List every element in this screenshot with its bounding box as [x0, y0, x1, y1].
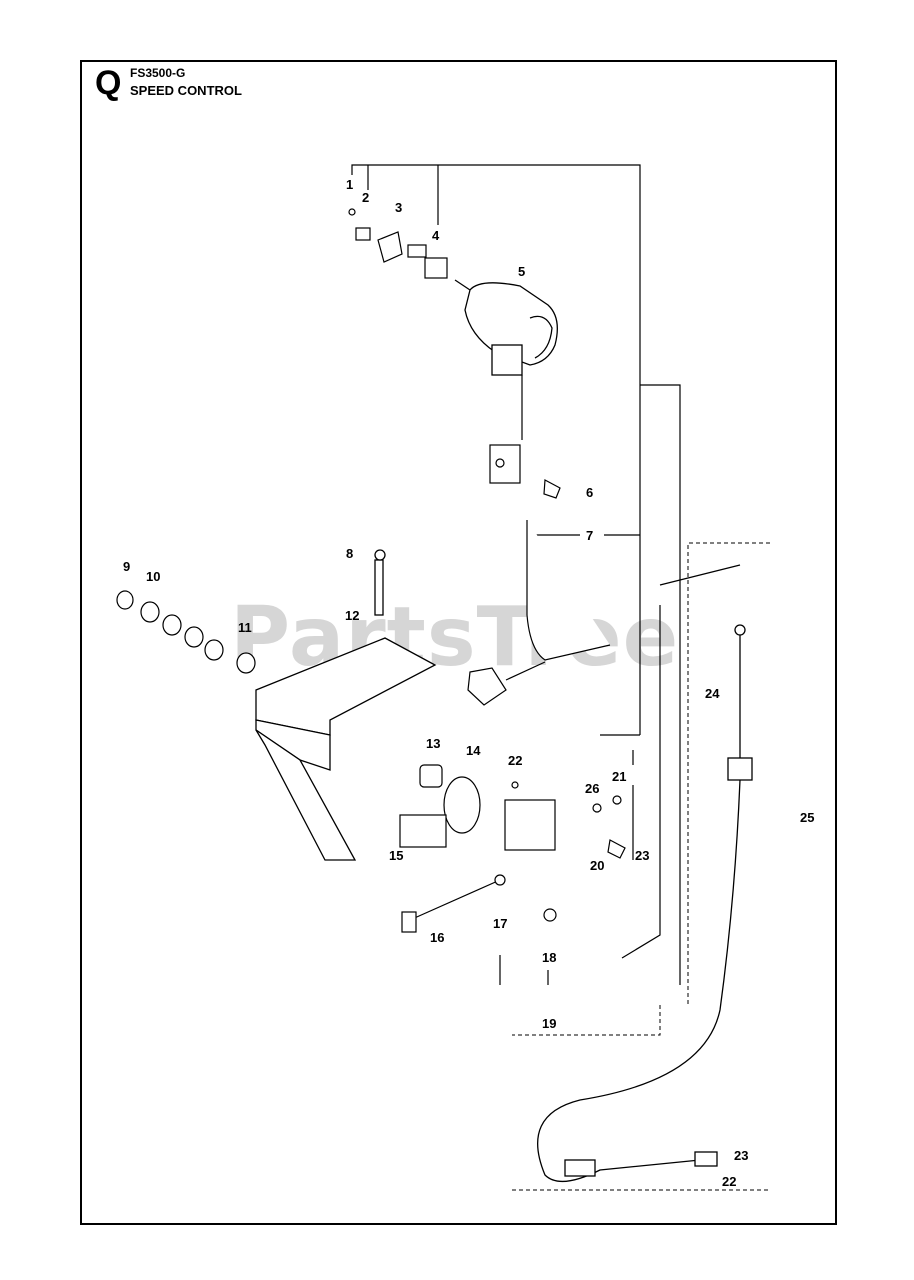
- callout-20: 20: [590, 858, 604, 873]
- rod-and-bracket: [467, 375, 611, 706]
- callout-1: 1: [346, 177, 353, 192]
- callout-25: 25: [800, 810, 814, 825]
- callout-9: 9: [123, 559, 130, 574]
- callout-18: 18: [542, 950, 556, 965]
- callout-16: 16: [430, 930, 444, 945]
- callout-22-lower: 22: [722, 1174, 736, 1189]
- callout-24: 24: [705, 686, 720, 701]
- callout-21: 21: [612, 769, 626, 784]
- callout-22: 22: [508, 753, 522, 768]
- callout-8: 8: [346, 546, 353, 561]
- leader-lines: [351, 164, 681, 985]
- knob-shaft-parts: [348, 208, 471, 291]
- dashed-kit-lines: [512, 542, 770, 1191]
- callout-3: 3: [395, 200, 402, 215]
- callout-2: 2: [362, 190, 369, 205]
- callout-15: 15: [389, 848, 403, 863]
- callout-7: 7: [586, 528, 593, 543]
- callout-17: 17: [493, 916, 507, 931]
- section-letter: Q: [95, 64, 122, 102]
- main-bracket: [255, 549, 437, 861]
- callout-26: 26: [585, 781, 599, 796]
- callout-4: 4: [432, 228, 440, 243]
- lower-assembly: [399, 764, 626, 933]
- callout-13: 13: [426, 736, 440, 751]
- throttle-cable: [537, 564, 753, 1182]
- speed-control-knob: [464, 282, 558, 376]
- diagram-title: SPEED CONTROL: [130, 83, 242, 98]
- callout-12: 12: [345, 608, 359, 623]
- diagram-frame: [80, 60, 837, 1225]
- callout-6: 6: [586, 485, 593, 500]
- washer-stack: [116, 590, 256, 674]
- callout-23: 23: [635, 848, 649, 863]
- callout-10: 10: [146, 569, 160, 584]
- callout-19: 19: [542, 1016, 556, 1031]
- callout-11: 11: [238, 620, 252, 635]
- model-number: FS3500-G: [130, 66, 186, 80]
- callout-23-lower: 23: [734, 1148, 748, 1163]
- callout-14: 14: [466, 743, 481, 758]
- callout-5: 5: [518, 264, 525, 279]
